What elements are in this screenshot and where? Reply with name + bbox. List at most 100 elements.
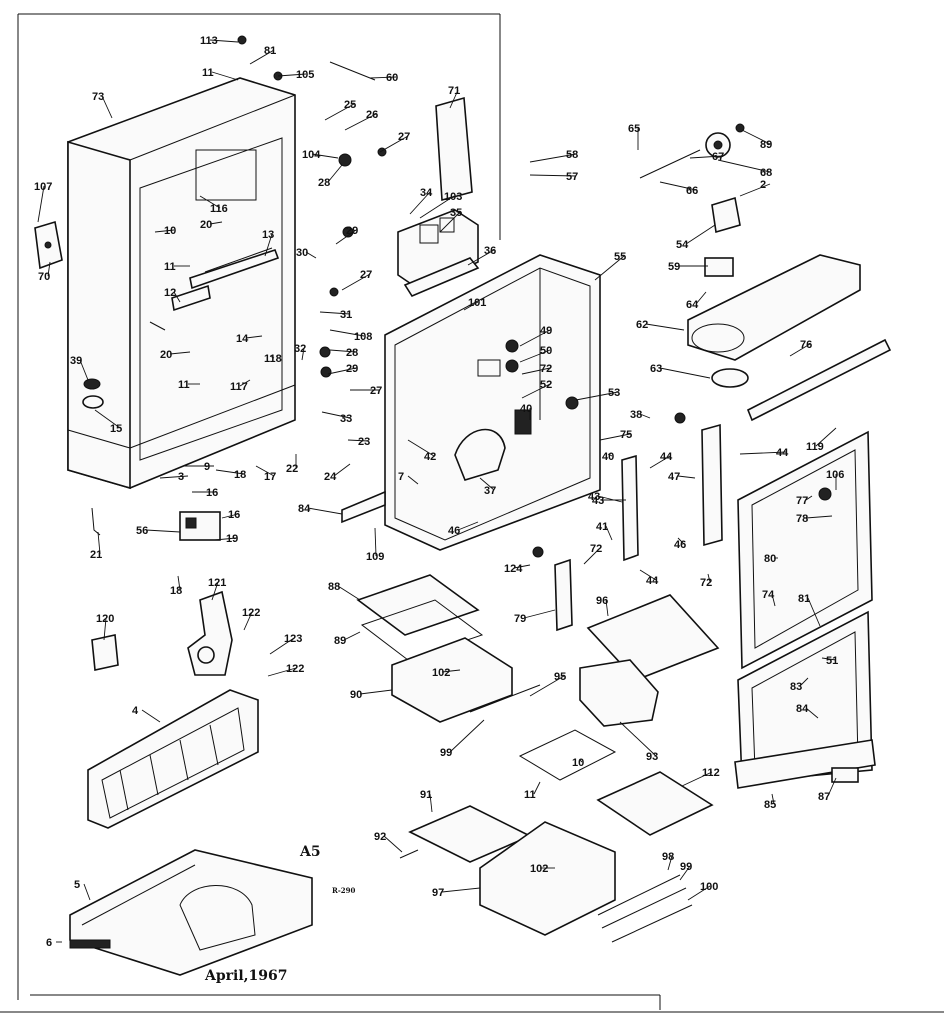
part-callout: 27 bbox=[360, 269, 372, 281]
leader-line bbox=[199, 195, 221, 209]
part-callout: 63 bbox=[650, 363, 662, 375]
part-callout: 51 bbox=[826, 655, 838, 667]
part-callout: 47 bbox=[668, 471, 680, 483]
part-callout: 14 bbox=[236, 333, 249, 345]
part-callout: 13 bbox=[262, 229, 274, 241]
part-callout: 31 bbox=[340, 309, 352, 321]
part-callout: 65 bbox=[628, 123, 640, 135]
leader-line bbox=[269, 355, 275, 359]
part-callout: 72 bbox=[590, 543, 602, 555]
leader-line bbox=[301, 347, 305, 361]
part-callout: 81 bbox=[798, 593, 810, 605]
leader-line bbox=[667, 855, 673, 871]
leader-line bbox=[677, 537, 685, 545]
part-callout: 27 bbox=[370, 385, 382, 397]
leader-line bbox=[307, 507, 343, 515]
part-callout: 41 bbox=[596, 521, 608, 533]
leader-line bbox=[141, 709, 161, 723]
leader-line bbox=[695, 291, 707, 305]
leader-line bbox=[249, 49, 275, 65]
part-callout: 87 bbox=[818, 791, 830, 803]
part-callout: 27 bbox=[398, 131, 410, 143]
leader-line bbox=[177, 575, 181, 591]
glass-shelf bbox=[596, 771, 714, 836]
part-callout: 44 bbox=[660, 451, 673, 463]
part-callout: 18 bbox=[234, 469, 246, 481]
leader-line bbox=[305, 251, 317, 259]
part-callout: 29 bbox=[346, 363, 358, 375]
leader-line bbox=[264, 233, 273, 257]
leader-line bbox=[739, 183, 771, 197]
leader-line bbox=[687, 885, 711, 901]
leader-line bbox=[214, 537, 237, 541]
part-callout: 39 bbox=[70, 355, 82, 367]
part-callout: 7 bbox=[398, 471, 404, 483]
part-callout: 2 bbox=[760, 179, 766, 191]
leader-line bbox=[815, 427, 837, 447]
leader-line bbox=[717, 159, 771, 173]
part-callout: 90 bbox=[350, 689, 362, 701]
part-callout: 91 bbox=[420, 789, 432, 801]
part-callout: 25 bbox=[344, 99, 356, 111]
part-callout: 10 bbox=[572, 757, 584, 769]
leader-line bbox=[649, 455, 671, 469]
leader-line bbox=[97, 531, 101, 555]
leader-line bbox=[513, 564, 531, 569]
part-callout: 11 bbox=[524, 789, 536, 801]
part-callout: 123 bbox=[284, 633, 302, 645]
trim-bar bbox=[341, 490, 386, 524]
food-liner bbox=[384, 254, 601, 551]
part-callout: 122 bbox=[242, 607, 260, 619]
part-callout: 71 bbox=[448, 85, 460, 97]
part-callout: 122 bbox=[286, 663, 304, 675]
part-callout: 16 bbox=[228, 509, 240, 521]
leader-line bbox=[449, 719, 485, 753]
part-callout: 103 bbox=[444, 191, 462, 203]
leader-line bbox=[145, 529, 181, 533]
leader-line bbox=[359, 689, 393, 695]
leader-line bbox=[407, 439, 435, 457]
part-callout: 67 bbox=[712, 151, 724, 163]
leader-line bbox=[329, 349, 357, 353]
leader-line bbox=[463, 301, 479, 311]
part-callout: 4 bbox=[132, 705, 139, 717]
leader-line bbox=[255, 465, 275, 477]
section-label: A5 bbox=[299, 844, 321, 860]
part-callout: 79 bbox=[514, 613, 526, 625]
leader-line bbox=[607, 453, 613, 457]
part-callout: 43 bbox=[592, 495, 604, 507]
leader-line bbox=[827, 777, 837, 797]
leader-line bbox=[347, 439, 369, 442]
leader-line bbox=[579, 759, 583, 763]
leader-line bbox=[327, 164, 343, 183]
part-callout: 11 bbox=[178, 379, 190, 391]
leader-line bbox=[519, 349, 551, 363]
leader-line bbox=[597, 495, 623, 503]
control-housing bbox=[397, 209, 480, 298]
part-callout: 11 bbox=[164, 261, 176, 273]
part-callout: 97 bbox=[432, 887, 444, 899]
damper-assembly bbox=[639, 132, 741, 277]
leader-line bbox=[83, 883, 91, 901]
shelf-supports bbox=[554, 423, 723, 632]
part-callout: 21 bbox=[90, 549, 102, 561]
part-callout: 19 bbox=[226, 533, 238, 545]
overload-protector bbox=[91, 634, 119, 671]
leader-line bbox=[335, 229, 357, 245]
leader-line bbox=[333, 463, 351, 477]
leader-line bbox=[374, 527, 377, 557]
leader-line bbox=[94, 409, 121, 429]
part-callout: 84 bbox=[298, 503, 311, 515]
part-callout: 76 bbox=[800, 339, 812, 351]
part-callout: 58 bbox=[566, 149, 578, 161]
part-callout: 74 bbox=[762, 589, 775, 601]
leader-line bbox=[605, 525, 613, 541]
part-callout: 56 bbox=[136, 525, 148, 537]
part-callout: 119 bbox=[806, 441, 824, 453]
leader-line bbox=[277, 73, 307, 77]
part-callout: 104 bbox=[302, 149, 321, 161]
part-callout: 55 bbox=[614, 251, 626, 263]
leader-line bbox=[243, 611, 253, 631]
part-callout: 120 bbox=[96, 613, 114, 625]
